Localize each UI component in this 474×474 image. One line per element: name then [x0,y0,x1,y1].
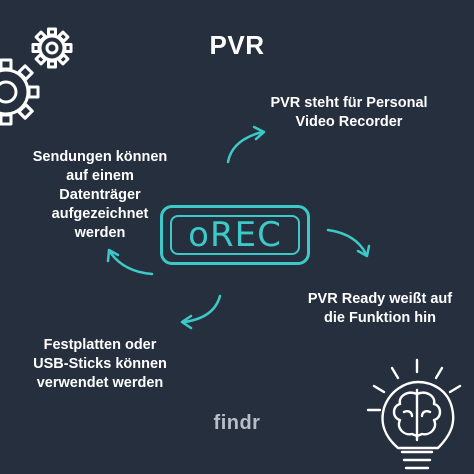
info-text-top-right: PVR steht für Personal Video Recorder [270,95,428,130]
brain-lightbulb-icon [366,358,462,470]
info-text-right: PVR Ready weißt auf die Funktion hin [307,291,453,326]
curved-arrow-icon [326,228,371,258]
page-title: PVR [209,30,265,60]
curved-arrow-icon [106,248,154,276]
curved-arrow-icon [180,294,222,330]
curved-arrow-icon [226,125,266,164]
gears-icon [0,27,73,126]
rec-label: oREC [170,215,300,255]
brand-logo: findr [213,412,261,434]
info-text-bottom-left: Festplatten oder USB-Sticks können verwe… [33,337,167,391]
info-text-left: Sendungen können auf einem Datenträger a… [32,149,168,241]
rec-button-graphic: oREC [160,205,310,265]
